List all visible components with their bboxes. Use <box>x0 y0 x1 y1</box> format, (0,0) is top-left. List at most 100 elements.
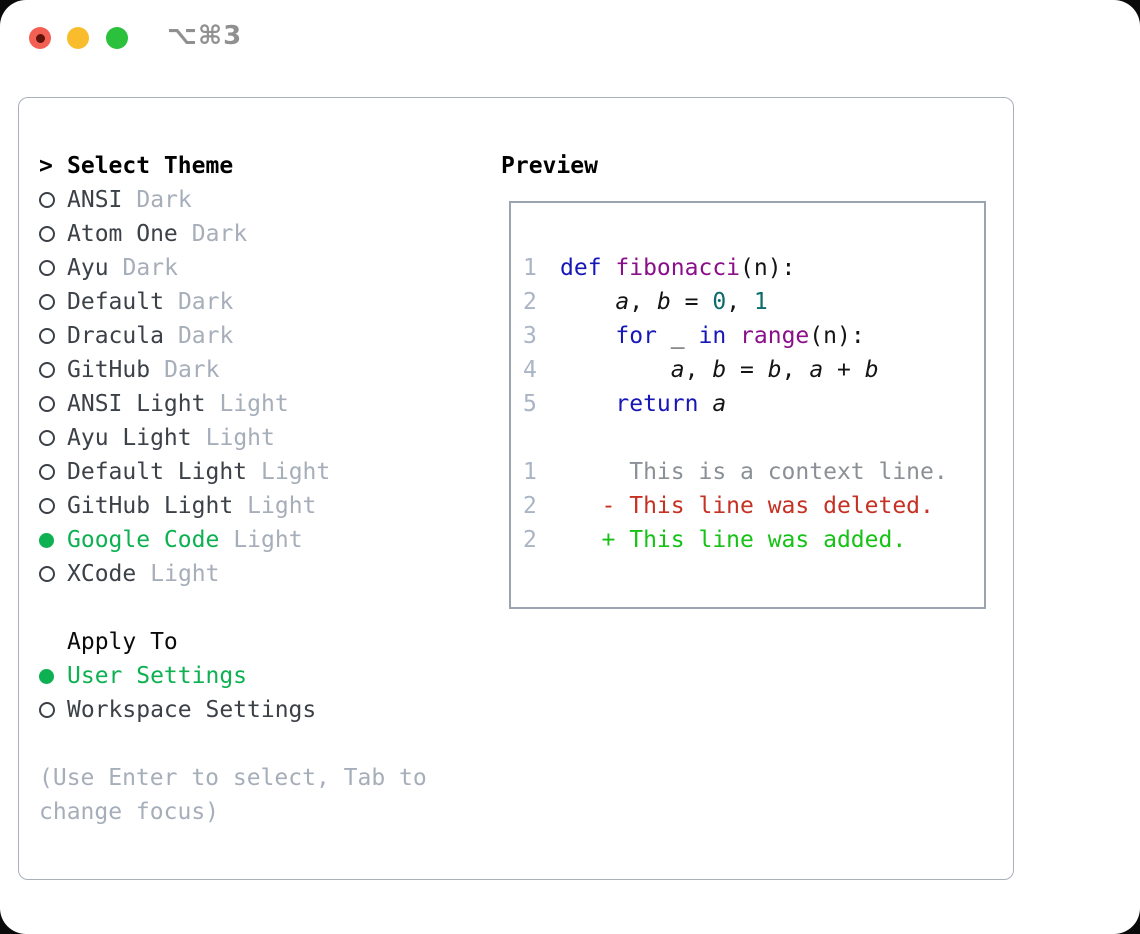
code-line: 1 def fibonacci(n): <box>523 251 984 285</box>
radio-icon <box>39 362 55 378</box>
code-segment-fn: range <box>740 323 810 349</box>
apply-option-name: Workspace Settings <box>67 697 317 723</box>
select-theme-label: Select Theme <box>67 153 234 179</box>
marker-cell <box>39 532 67 548</box>
theme-name: ANSI Light <box>67 391 206 417</box>
theme-name: Dracula <box>67 323 164 349</box>
theme-name: Atom One <box>67 221 178 247</box>
theme-name: XCode <box>67 561 137 587</box>
theme-variant: Dark <box>122 255 178 281</box>
code-line: 4 a, b = b, a + b <box>523 353 984 387</box>
code-segment-var: b <box>656 289 671 315</box>
marker-cell <box>39 668 67 684</box>
marker-cell <box>39 566 67 582</box>
radio-icon <box>39 192 55 208</box>
marker-cell <box>39 498 67 514</box>
theme-option-ansi[interactable]: ANSI Dark <box>39 183 427 217</box>
selected-radio-icon <box>39 668 54 684</box>
code-segment-pl <box>560 323 615 349</box>
spacer <box>39 591 427 625</box>
theme-name: Default Light <box>67 459 248 485</box>
theme-option-default[interactable]: Default Dark <box>39 285 427 319</box>
line-number: 4 <box>523 357 537 383</box>
code-line: 2 a, b = 0, 1 <box>523 285 984 319</box>
theme-variant: Dark <box>191 221 248 247</box>
line-number: 3 <box>523 323 537 349</box>
marker-cell <box>39 430 67 446</box>
marker-cell <box>39 702 67 718</box>
preview-column: Preview <box>501 149 598 183</box>
apply-option-workspace-settings[interactable]: Workspace Settings <box>39 693 427 727</box>
code-segment-add: + This line was added. <box>560 527 907 553</box>
code-segment-kw: in <box>698 323 727 349</box>
code-line: 5 return a <box>523 387 984 421</box>
code-segment-del: - This line was deleted. <box>560 493 934 519</box>
theme-name: Default <box>67 289 164 315</box>
code-segment-pl: _ <box>656 323 699 349</box>
theme-option-default-light[interactable]: Default Light Light <box>39 455 427 489</box>
theme-variant: Light <box>205 425 275 451</box>
code-segment-var: a <box>615 289 630 315</box>
diff-line: 2 + This line was added. <box>523 523 984 557</box>
code-segment-pl: , <box>726 289 754 315</box>
code-segment-lit: 1 <box>753 289 768 315</box>
code-segment-kw: def <box>560 255 616 281</box>
radio-icon <box>39 328 55 344</box>
code-segment-ctx: This is a context line. <box>560 459 948 485</box>
code-segment-kw: for <box>615 323 657 349</box>
radio-icon <box>39 294 55 310</box>
theme-option-ansi-light[interactable]: ANSI Light Light <box>39 387 427 421</box>
code-segment-pl <box>560 289 615 315</box>
code-segment-fn: fibonacci <box>615 255 741 281</box>
radio-icon <box>39 566 55 582</box>
apply-option-user-settings[interactable]: User Settings <box>39 659 427 693</box>
marker-cell <box>39 260 67 276</box>
code-line: 3 for _ in range(n): <box>523 319 984 353</box>
code-segment-pl <box>698 391 712 417</box>
marker-cell <box>39 294 67 310</box>
theme-variant: Light <box>261 459 331 485</box>
apply-option-name: User Settings <box>67 663 248 689</box>
theme-name: Google Code <box>67 527 220 553</box>
diff-preview: 1 This is a context line.2 - This line w… <box>523 455 984 557</box>
theme-option-atom-one[interactable]: Atom One Dark <box>39 217 427 251</box>
apply-to-header: Apply To <box>39 625 427 659</box>
code-segment-pl: (n): <box>740 255 796 281</box>
theme-variant: Light <box>219 391 289 417</box>
code-segment-pl: , <box>629 289 657 315</box>
marker-cell <box>39 464 67 480</box>
radio-icon <box>39 260 55 276</box>
line-number: 1 <box>523 255 537 281</box>
code-segment-pl: , <box>684 357 713 383</box>
radio-icon <box>39 464 55 480</box>
hint-line-1: (Use Enter to select, Tab to <box>39 765 427 791</box>
theme-variant: Dark <box>177 289 234 315</box>
line-number: 2 <box>523 289 537 315</box>
spacer <box>523 421 984 455</box>
theme-variant: Dark <box>136 187 192 213</box>
marker-cell <box>39 362 67 378</box>
close-button[interactable] <box>29 27 51 49</box>
code-segment-var: a <box>809 357 824 383</box>
marker-cell <box>39 328 67 344</box>
marker-cell <box>39 396 67 412</box>
minimize-button[interactable] <box>67 27 89 49</box>
code-segment-pl: (n): <box>809 323 865 349</box>
line-number: 2 <box>523 527 537 553</box>
code-segment-var: a <box>712 391 727 417</box>
theme-name: ANSI <box>67 187 123 213</box>
code-segment-var: b <box>712 357 727 383</box>
zoom-button[interactable] <box>106 27 128 49</box>
